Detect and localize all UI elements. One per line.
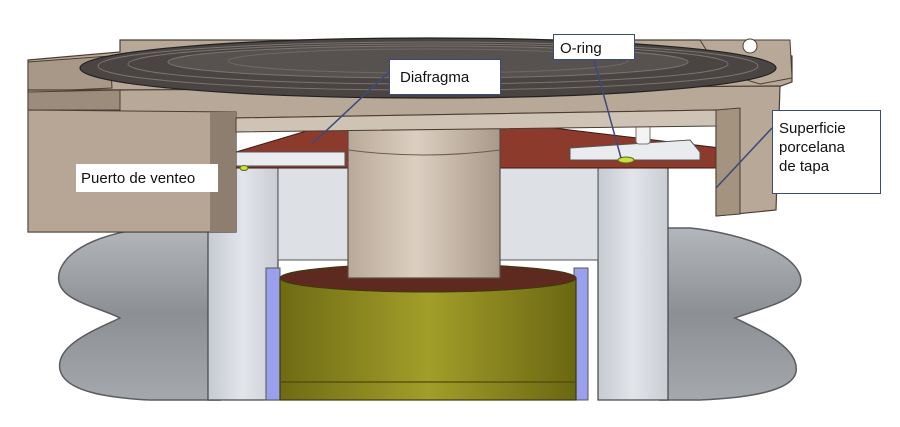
- inner-plate: [235, 109, 717, 133]
- oring-seal-left: [239, 165, 249, 171]
- label-puerto-de-venteo: Puerto de venteo: [76, 164, 218, 192]
- blue-liner-left: [265, 267, 281, 401]
- right-washer: [569, 139, 701, 161]
- leader-superficie: [715, 127, 773, 189]
- leader-oring: [593, 59, 622, 159]
- left-washer: [235, 151, 346, 167]
- rubber-shed-right: [659, 227, 802, 401]
- label-oring: O-ring: [553, 34, 635, 60]
- callout-lines: [311, 59, 773, 189]
- core-cylinder: [279, 263, 577, 401]
- oring-seal: [617, 156, 635, 164]
- leader-diafragma: [311, 71, 390, 145]
- label-diafragma: Diafragma: [389, 59, 501, 95]
- label-superficie-porcelana-de-tapa: Superficie porcelana de tapa: [772, 110, 881, 194]
- porcelain-right-wall: [597, 164, 669, 401]
- central-post: [347, 111, 501, 279]
- rubber-shed-left: [57, 227, 221, 401]
